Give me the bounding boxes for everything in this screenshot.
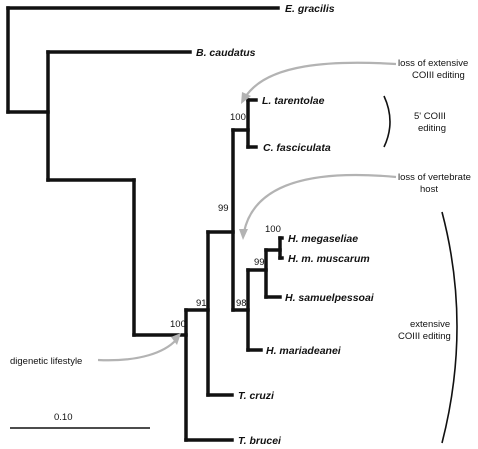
arrow-digenetic — [97, 339, 177, 362]
bootstrap-values: 100 99 98 99 100 91 100 — [170, 112, 281, 330]
bootstrap-leish-crith: 100 — [230, 112, 246, 123]
annotation-labels: loss of extensive COIII editing 5' COIII… — [10, 58, 471, 367]
arrowhead-loss-host — [239, 229, 248, 240]
taxon-b-caudatus: B. caudatus — [196, 47, 256, 59]
taxon-labels: E. gracilis B. caudatus L. tarentolae C.… — [196, 3, 375, 447]
arrowhead-digenetic — [171, 333, 181, 345]
bootstrap-herp-sub: 99 — [254, 257, 265, 268]
annotation-brackets — [383, 95, 458, 444]
note-loss-extensive-l1: loss of extensive — [398, 58, 468, 69]
annotation-arrows — [97, 61, 397, 362]
bracket-5prime-editing — [383, 95, 391, 148]
taxon-e-gracilis: E. gracilis — [285, 3, 335, 15]
tree-branches — [6, 6, 284, 442]
bootstrap-leish-herp: 99 — [218, 203, 229, 214]
arrowhead-loss-extensive — [241, 92, 251, 104]
bootstrap-herp-pair: 100 — [265, 224, 281, 235]
taxon-l-tarentolae: L. tarentolae — [262, 95, 325, 107]
note-digenetic: digenetic lifestyle — [10, 356, 82, 367]
bootstrap-trypanosomatid: 100 — [170, 319, 186, 330]
note-5prime-l2: editing — [418, 123, 446, 134]
taxon-h-megaseliae: H. megaseliae — [288, 233, 358, 245]
note-loss-extensive-l2: COIII editing — [412, 70, 465, 81]
taxon-h-samuelpessoai: H. samuelpessoai — [285, 292, 375, 304]
taxon-c-fasciculata: C. fasciculata — [263, 142, 331, 154]
note-loss-host-l2: host — [420, 184, 438, 195]
note-5prime-l1: 5' COIII — [414, 111, 446, 122]
note-loss-host-l1: loss of vertebrate — [398, 172, 471, 183]
note-extensive-l1: extensive — [410, 319, 450, 330]
bootstrap-tcruzi-node: 91 — [196, 298, 207, 309]
taxon-h-mariadeanei: H. mariadeanei — [266, 345, 342, 357]
taxon-t-cruzi: T. cruzi — [238, 390, 275, 402]
taxon-t-brucei: T. brucei — [238, 435, 282, 447]
taxon-h-m-muscarum: H. m. muscarum — [288, 253, 370, 265]
bootstrap-herp-all: 98 — [236, 298, 247, 309]
note-extensive-l2: COIII editing — [398, 331, 451, 342]
scale-bar: 0.10 — [10, 412, 150, 429]
arrow-loss-host — [242, 173, 397, 233]
bracket-extensive-editing — [441, 211, 458, 444]
arrow-loss-extensive — [245, 61, 397, 97]
scale-bar-label: 0.10 — [54, 412, 73, 423]
